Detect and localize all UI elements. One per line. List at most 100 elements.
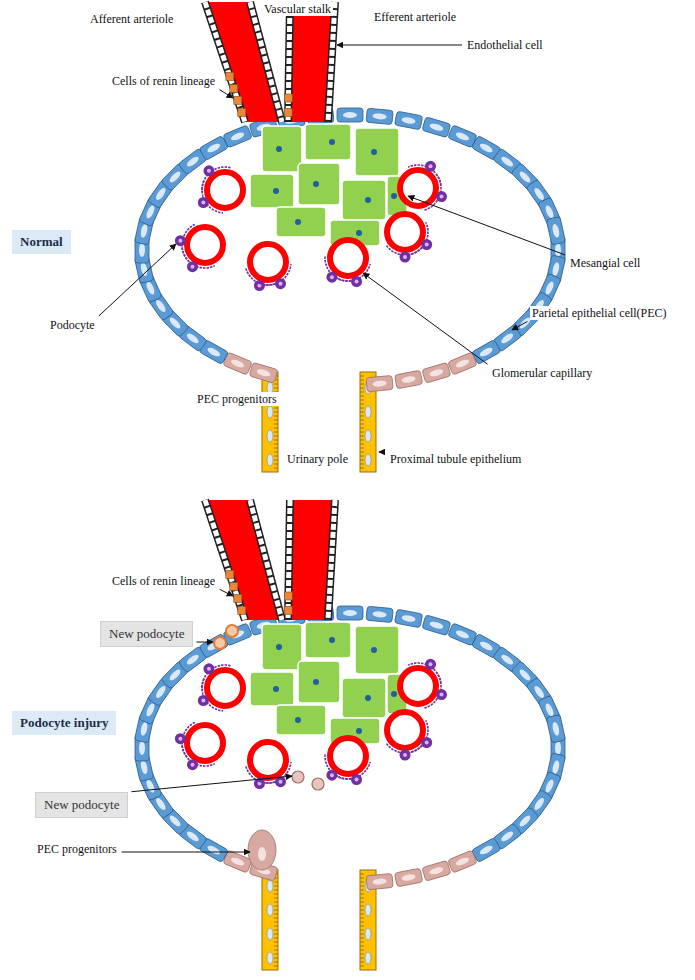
leader-arrow	[122, 852, 250, 853]
cell-body	[366, 606, 393, 622]
brush-border	[360, 910, 364, 911]
brush-border	[274, 898, 278, 899]
endothelial-wall	[288, 2, 290, 122]
cell-nucleus	[372, 380, 386, 387]
glomerular-capillary	[187, 725, 223, 761]
pec-progenitor-cell	[448, 352, 477, 375]
brush-border	[274, 436, 278, 437]
renin-lineage-cell	[226, 72, 234, 80]
proximal-tubule-wall	[262, 372, 278, 472]
part-label: Proximal tubule epithelium	[388, 452, 523, 466]
cell-body	[422, 860, 451, 881]
podocyte-nucleus	[330, 773, 334, 777]
cell-nucleus	[544, 280, 555, 295]
cell-body	[199, 136, 229, 161]
new-podocyte-renin-derived	[214, 637, 226, 649]
podocyte-nucleus	[429, 164, 433, 168]
cell-nucleus	[479, 640, 494, 652]
brush-border	[360, 918, 364, 919]
cell-nucleus	[230, 131, 245, 142]
mesangial-cell	[342, 678, 386, 718]
cell-nucleus	[139, 741, 145, 755]
box-text: New podocyte	[44, 797, 119, 813]
mesangial-nucleus	[313, 679, 319, 685]
podocyte-nucleus	[355, 777, 359, 781]
brush-border	[274, 444, 278, 445]
brush-border	[274, 962, 278, 963]
brush-border	[360, 404, 364, 405]
cell-body	[422, 362, 451, 383]
endothelial-cells	[250, 500, 282, 620]
endothelial-wall	[288, 500, 290, 620]
cell-nucleus	[256, 368, 271, 378]
mesangial-cell	[298, 163, 340, 205]
brush-border	[274, 464, 278, 465]
mesangial-nucleus	[329, 637, 335, 643]
glomerular-capillary	[387, 214, 423, 250]
cell-nucleus	[500, 155, 515, 168]
brush-border	[274, 910, 278, 911]
brush-border	[274, 942, 278, 943]
part-label: PEC progenitors	[195, 392, 279, 406]
afferent-arteriole-lumen	[205, 2, 282, 122]
cell-nucleus	[145, 204, 156, 219]
endothelial-wall	[328, 500, 335, 620]
mesangial-cell	[298, 661, 340, 703]
tubule-nucleus	[267, 406, 273, 418]
cell-nucleus	[139, 243, 145, 257]
brush-border	[360, 400, 364, 401]
leader-arrow	[99, 244, 176, 316]
brush-border	[360, 898, 364, 899]
new-podocyte-pec-derived	[292, 771, 304, 783]
cell-nucleus	[544, 702, 555, 717]
cell-nucleus	[551, 760, 560, 775]
podocyte-nucleus	[178, 239, 182, 243]
bowman-space	[142, 115, 558, 385]
brush-border	[274, 452, 278, 453]
cell-nucleus	[154, 684, 167, 699]
mesangial-nucleus	[329, 139, 335, 145]
endothelial-wall	[250, 500, 282, 620]
cell-body	[395, 868, 423, 887]
podocyte-nucleus	[178, 737, 182, 741]
brush-border	[274, 934, 278, 935]
foot-processes	[202, 180, 223, 213]
cell-body	[471, 340, 501, 365]
leader-arrow	[220, 90, 233, 98]
endothelial-wall	[205, 500, 245, 620]
proximal-tubule-wall	[262, 870, 278, 970]
part-label: Mesangial cell	[568, 256, 642, 270]
glomerular-capillary	[187, 227, 223, 263]
cell-nucleus	[372, 611, 386, 618]
renin-lineage-cell	[230, 582, 238, 590]
glomerular-capillary	[400, 170, 436, 206]
cell-nucleus	[185, 830, 200, 843]
tubule-nucleus	[267, 880, 273, 892]
brush-border	[360, 882, 364, 883]
brush-border	[360, 452, 364, 453]
brush-border	[360, 946, 364, 947]
parietal-epithelial-cell	[223, 125, 252, 148]
brush-border	[274, 958, 278, 959]
mesangial-nucleus	[295, 219, 301, 225]
brush-border	[360, 428, 364, 429]
cell-nucleus	[429, 122, 444, 132]
pec-progenitor-cell	[366, 873, 393, 889]
cell-nucleus	[533, 684, 546, 699]
parietal-epithelial-cell	[223, 623, 252, 646]
glomerular-capillary	[207, 172, 243, 208]
podocyte	[187, 759, 198, 770]
cell-nucleus	[455, 131, 470, 142]
podocyte-nucleus	[425, 741, 429, 745]
cell-nucleus	[551, 223, 560, 238]
cell-nucleus	[429, 620, 444, 630]
cell-nucleus	[455, 856, 470, 867]
brush-border	[360, 886, 364, 887]
brush-border	[360, 914, 364, 915]
brush-border	[360, 906, 364, 907]
renin-lineage-cell	[284, 94, 292, 102]
mesangial-nucleus	[365, 197, 371, 203]
mesangial-cell	[342, 180, 386, 220]
pec-progenitor-cell	[223, 352, 252, 375]
brush-border	[274, 408, 278, 409]
